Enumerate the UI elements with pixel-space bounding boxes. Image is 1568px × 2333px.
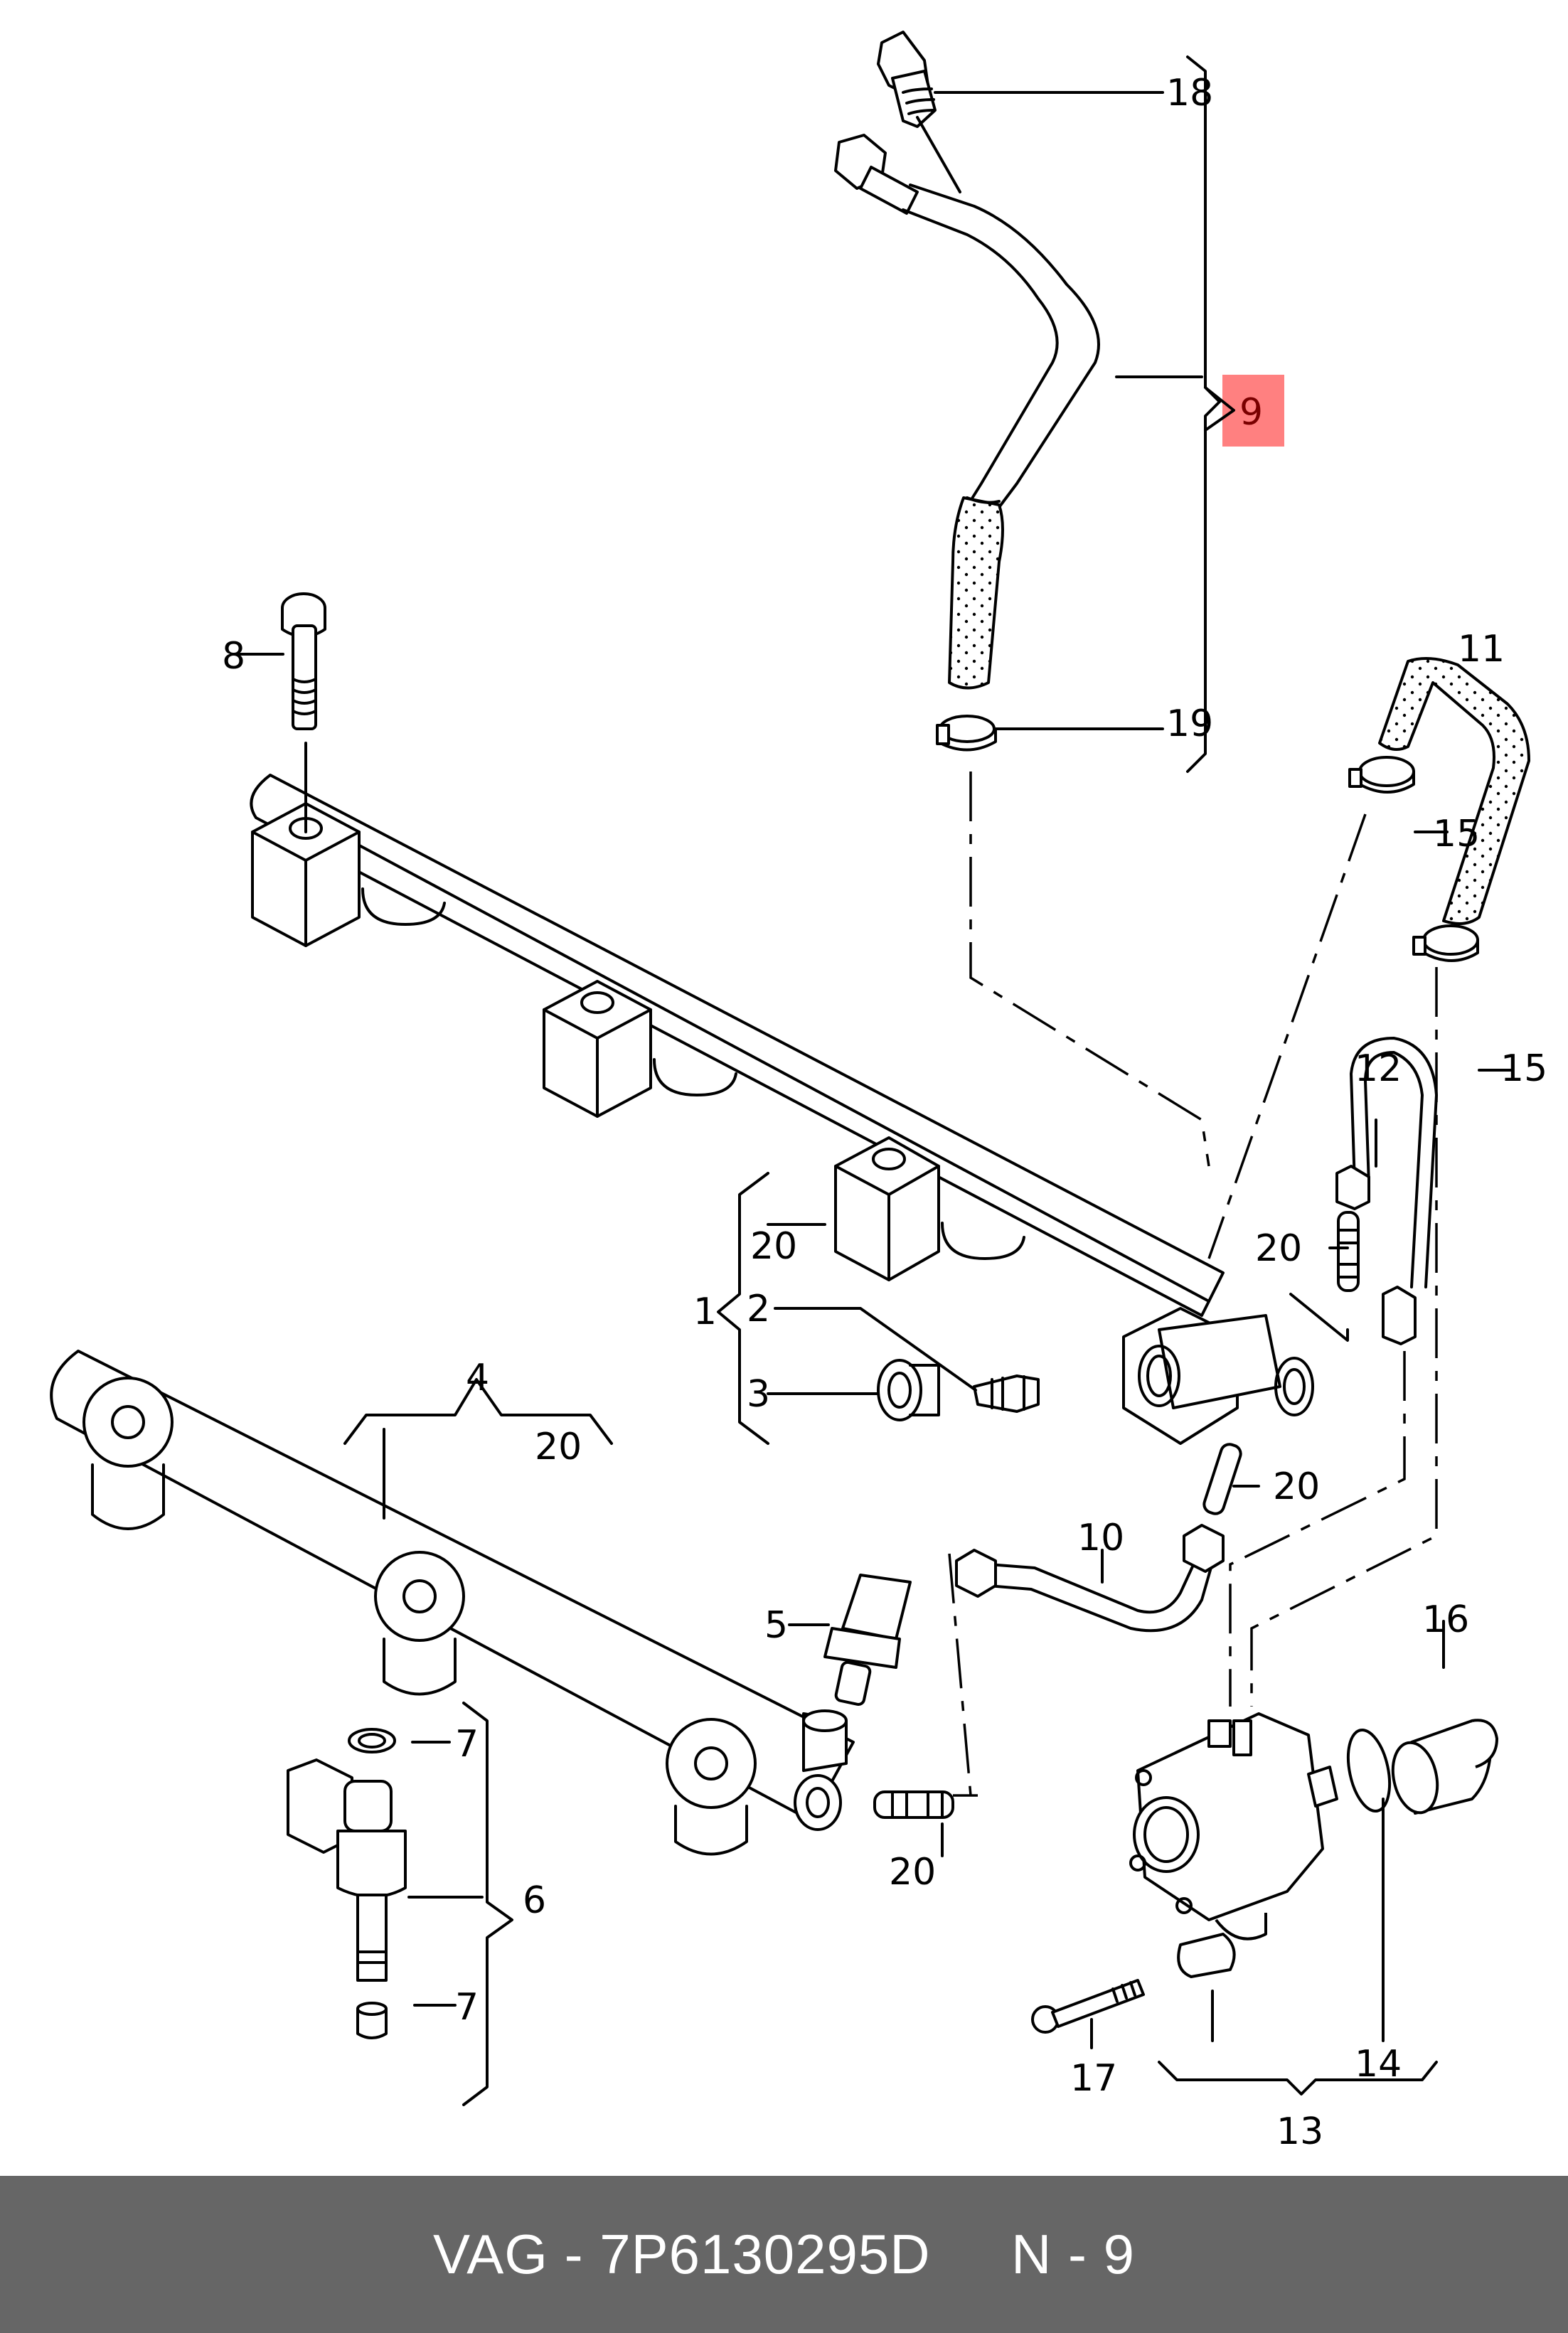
part-11-hose[interactable] (1378, 657, 1530, 925)
bracket-group-4 (343, 1378, 613, 1445)
label-6[interactable]: 6 (523, 1879, 546, 1922)
label-11[interactable]: 11 (1458, 628, 1505, 671)
part-5-pressure-sensor[interactable] (823, 1574, 912, 1707)
part-8-bolt[interactable] (281, 592, 326, 833)
label-3[interactable]: 3 (747, 1373, 770, 1416)
label-17[interactable]: 17 (1070, 2057, 1117, 2100)
label-20-upper-rail[interactable]: 20 (750, 1225, 797, 1268)
fuel-rail-upper[interactable] (250, 774, 1314, 1445)
label-7-lower[interactable]: 7 (455, 1986, 479, 2029)
part-12-pipe[interactable] (1335, 1037, 1438, 1345)
leader-lines (237, 91, 1513, 2049)
bracket-group-9 (1186, 55, 1221, 773)
label-2[interactable]: 2 (747, 1288, 770, 1330)
part-info-footer: VAG - 7P6130295D N - 9 (0, 2176, 1568, 2333)
bracket-group-1 (717, 1172, 769, 1445)
label-15-upper[interactable]: 15 (1433, 813, 1480, 855)
callout-labels: 18 9 19 11 15 15 12 8 20 20 1 2 3 20 4 2… (222, 72, 1547, 2153)
label-7-upper[interactable]: 7 (455, 1723, 479, 1766)
label-8[interactable]: 8 (222, 635, 245, 678)
label-1[interactable]: 1 (693, 1291, 717, 1333)
label-19[interactable]: 19 (1166, 703, 1213, 745)
fuel-rail-lower[interactable] (50, 1350, 855, 1856)
part-7-seal-lower[interactable] (356, 2002, 388, 2039)
part-14-o-ring[interactable] (1342, 1726, 1397, 1815)
part-6-injector[interactable] (287, 1758, 407, 1982)
label-10[interactable]: 10 (1077, 1517, 1124, 1559)
label-18[interactable]: 18 (1166, 72, 1213, 114)
part-16-cap[interactable] (1387, 1719, 1498, 1817)
label-15-lower[interactable]: 15 (1500, 1047, 1547, 1090)
part-20-fitting-bottom[interactable] (873, 1790, 954, 1819)
highlight-bracket-tip (1204, 386, 1235, 432)
label-20-lower-rail[interactable]: 20 (535, 1426, 582, 1468)
parts-diagram: 18 9 19 11 15 15 12 8 20 20 1 2 3 20 4 2… (50, 31, 1547, 2153)
label-20-right[interactable]: 20 (1255, 1227, 1302, 1270)
label-13[interactable]: 13 (1276, 2110, 1323, 2153)
label-4[interactable]: 4 (466, 1357, 489, 1399)
part-7-seal-upper[interactable] (348, 1728, 396, 1753)
part-2-valve[interactable] (973, 1374, 1040, 1413)
part-3-plug[interactable] (877, 1359, 940, 1421)
label-20-block[interactable]: 20 (1273, 1466, 1320, 1508)
part-20-fitting-right[interactable] (1337, 1211, 1360, 1292)
part-19-clamp[interactable] (936, 715, 997, 752)
part-18-fitting[interactable] (877, 31, 961, 193)
label-14[interactable]: 14 (1355, 2043, 1402, 2086)
separator: - (548, 2223, 600, 2285)
spacer (931, 2222, 1011, 2287)
bracket-group-6 (462, 1702, 513, 2106)
part-number: 7P6130295D (599, 2223, 931, 2285)
part-17-bolt[interactable] (1031, 1979, 1145, 2034)
part-15-clamp-lower[interactable] (1412, 924, 1479, 962)
part-9-fuel-line[interactable] (834, 134, 1100, 690)
part-20-fitting-block-lower[interactable] (1202, 1442, 1243, 1516)
label-12[interactable]: 12 (1355, 1047, 1402, 1090)
label-20-bottom[interactable]: 20 (889, 1851, 936, 1894)
diagram-position: N - 9 (1011, 2223, 1136, 2285)
part-13-high-pressure-pump[interactable] (1129, 1712, 1338, 1978)
bracket-group-13 (1158, 2061, 1438, 2096)
part-10-pipe[interactable] (955, 1524, 1225, 1633)
brand-name: VAG (432, 2223, 548, 2285)
label-16[interactable]: 16 (1422, 1598, 1469, 1641)
label-9[interactable]: 9 (1239, 391, 1263, 434)
part-15-clamp-upper[interactable] (1348, 756, 1415, 794)
label-5[interactable]: 5 (764, 1604, 788, 1647)
